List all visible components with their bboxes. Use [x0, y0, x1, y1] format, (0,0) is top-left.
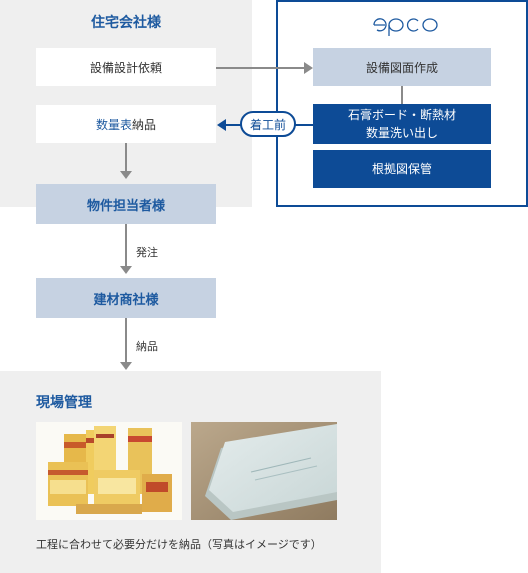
- gypsum-takeoff-line2: 数量洗い出し: [365, 126, 438, 140]
- delivery-suffix-label: 納品: [132, 117, 157, 132]
- order-label: 発注: [136, 246, 158, 259]
- return-arrow-head: [217, 119, 226, 131]
- delivery-arrow-line: [125, 318, 127, 362]
- quantity-to-manager-arrow-head: [120, 171, 132, 179]
- building-material-dealer-label: 建材商社様: [93, 292, 159, 308]
- client-panel-title: 住宅会社様: [91, 15, 161, 31]
- building-material-dealer-box: 建材商社様: [36, 278, 216, 318]
- insulation-packages-photo: [36, 422, 182, 520]
- equipment-drawing-box: 設備図面作成: [313, 48, 491, 86]
- quantity-list-label: 数量表: [95, 117, 132, 132]
- site-management-title: 現場管理: [36, 395, 92, 411]
- gypsum-takeoff-box: 石膏ボード・断熱材 数量洗い出し: [313, 104, 491, 144]
- request-arrow-head: [304, 62, 313, 74]
- equipment-design-request-label: 設備設計依頼: [89, 60, 162, 75]
- site-management-caption: 工程に合わせて必要分だけを納品（写真はイメージです）: [36, 538, 322, 551]
- epco-connector-line: [401, 86, 403, 104]
- insulation-packages-illustration: [36, 422, 182, 520]
- gypsum-board-photo: [191, 422, 337, 520]
- gypsum-board-illustration: [191, 422, 337, 520]
- epco-logo-mark: [373, 18, 438, 36]
- delivery-label: 納品: [136, 340, 158, 353]
- before-construction-label: 着工前: [249, 117, 286, 132]
- order-arrow-line: [125, 224, 127, 266]
- evidence-drawing-archive-label: 根拠図保管: [371, 162, 432, 176]
- gypsum-takeoff-line1: 石膏ボード・断熱材: [347, 108, 456, 122]
- before-construction-badge: 着工前: [240, 111, 296, 137]
- equipment-drawing-label: 設備図面作成: [365, 60, 438, 75]
- equipment-design-request-box: 設備設計依頼: [36, 48, 216, 86]
- request-arrow-line: [216, 67, 304, 69]
- evidence-drawing-archive-box: 根拠図保管: [313, 150, 491, 188]
- epco-logo: [370, 12, 440, 38]
- order-arrow-head: [120, 266, 132, 274]
- delivery-arrow-head: [120, 362, 132, 370]
- property-manager-box: 物件担当者様: [36, 184, 216, 224]
- quantity-to-manager-line: [125, 143, 127, 171]
- property-manager-label: 物件担当者様: [86, 198, 165, 214]
- quantity-list-delivery-box: 数量表納品: [36, 105, 216, 143]
